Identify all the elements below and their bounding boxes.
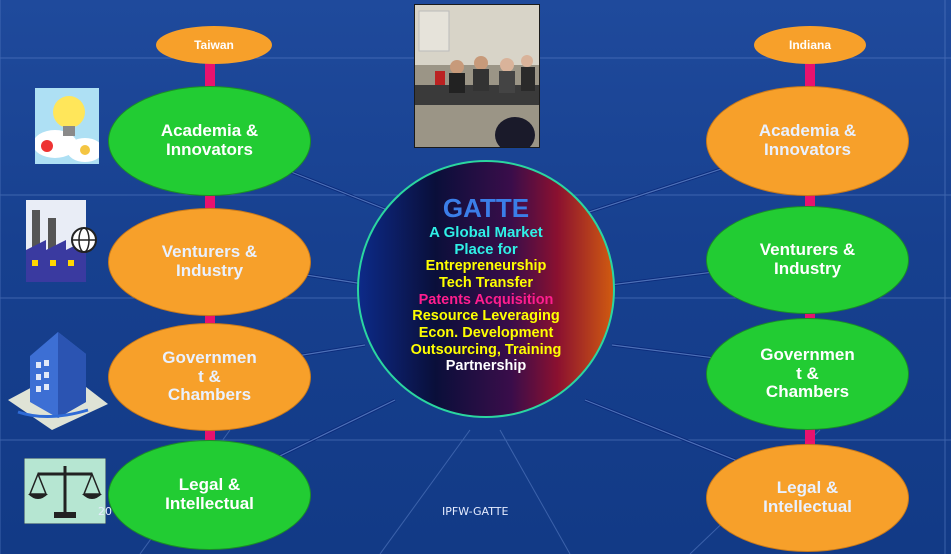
left-node-venturers: Venturers & Industry — [108, 208, 311, 316]
footer-date: 20 — [98, 505, 112, 518]
lightbulb-balloon-icon — [33, 88, 103, 164]
scales-of-justice-icon — [23, 457, 107, 525]
node-label: Governmen t & Chambers — [162, 347, 257, 405]
node-label: Academia & Innovators — [160, 121, 259, 159]
footer-text: IPFW-GATTE — [442, 505, 509, 518]
center-line-outsourcing: Outsourcing, Training — [410, 341, 562, 358]
meeting-photo — [414, 4, 540, 148]
node-label: Governmen t & Chambers — [760, 344, 855, 402]
center-title: GATTE — [442, 193, 530, 223]
node-label: Legal & Intellectual — [165, 475, 254, 513]
connector-bar — [205, 60, 215, 90]
connector-bar — [805, 60, 815, 90]
left-node-government: Governmen t & Chambers — [108, 323, 311, 431]
right-node-venturers: Venturers & Industry — [706, 206, 909, 314]
center-line-tech-transfer: Tech Transfer — [438, 275, 534, 292]
right-node-government: Governmen t & Chambers — [706, 318, 909, 430]
connector-bar — [205, 180, 215, 220]
right-node-academia: Academia & Innovators — [706, 86, 909, 196]
node-label: Legal & Intellectual — [763, 478, 852, 516]
center-line-partnership: Partnership — [445, 358, 527, 375]
center-line-entrepreneurship: Entrepreneurship — [425, 258, 547, 275]
office-buildings-icon — [8, 326, 108, 430]
center-hub: GATTE A Global Market Place for Entrepre… — [357, 160, 615, 418]
node-label: Venturers & Industry — [759, 240, 856, 278]
connector-bar — [805, 420, 815, 455]
node-label: Venturers & Industry — [161, 242, 258, 280]
center-line-resource: Resource Leveraging — [412, 308, 560, 325]
center-line-econ: Econ. Development — [418, 325, 554, 342]
left-node-academia: Academia & Innovators — [108, 86, 311, 196]
indiana-label: Indiana — [754, 26, 866, 64]
center-subtitle-line2: Place for — [454, 241, 518, 259]
connector-bar — [205, 420, 215, 455]
connector-bar — [805, 180, 815, 220]
center-subtitle-line1: A Global Market — [429, 223, 543, 241]
center-line-patents: Patents Acquisition — [418, 291, 554, 308]
node-label: Academia & Innovators — [758, 121, 857, 159]
taiwan-label: Taiwan — [156, 26, 272, 64]
factory-globe-icon — [26, 200, 98, 282]
left-node-legal: Legal & Intellectual — [108, 440, 311, 550]
right-node-legal: Legal & Intellectual — [706, 444, 909, 552]
